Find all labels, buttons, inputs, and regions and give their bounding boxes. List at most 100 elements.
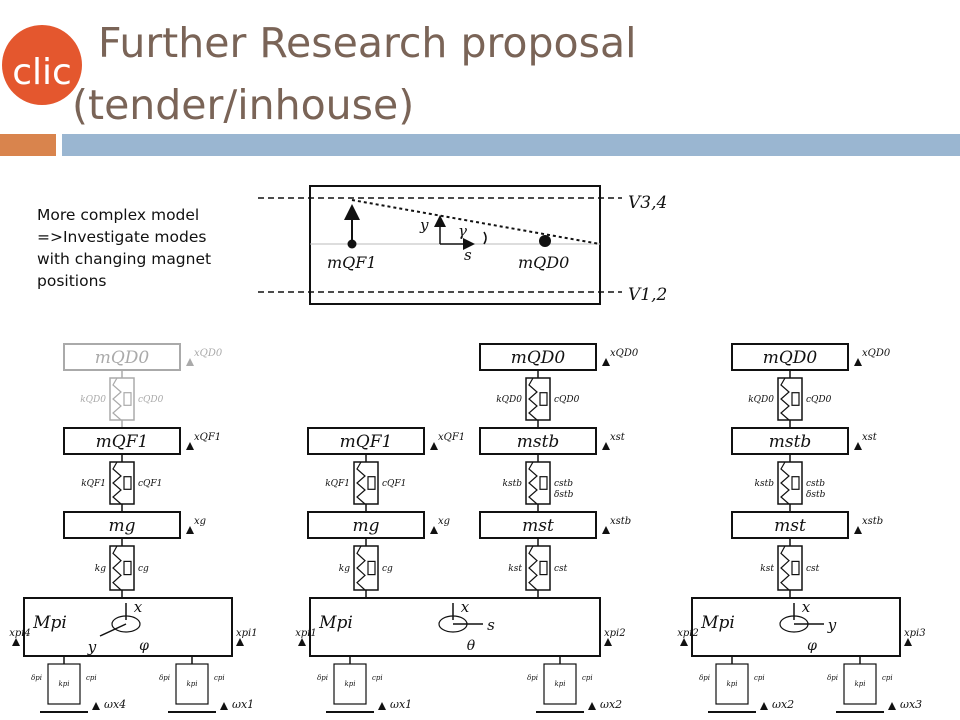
rotation-label: φ xyxy=(139,638,149,654)
label-v12: V1,2 xyxy=(628,285,667,305)
damper xyxy=(539,476,548,490)
displacement-label: xst xyxy=(610,432,626,443)
mass-box xyxy=(63,343,181,371)
damper xyxy=(539,560,548,576)
displacement-arrow xyxy=(186,526,194,534)
ground-label: ωx1 xyxy=(390,698,412,711)
displacement-label: xstb xyxy=(862,516,883,527)
link-frame xyxy=(353,461,379,505)
spring-label: kQF1 xyxy=(81,479,106,489)
link-frame xyxy=(353,545,379,591)
displacement-label: xg xyxy=(438,516,450,527)
displacement-label: xQF1 xyxy=(194,432,221,443)
damper-label: cg xyxy=(138,564,149,574)
stage-axis-up-label: x xyxy=(461,598,470,616)
mass-label: mQF1 xyxy=(96,432,149,452)
link-frame xyxy=(777,461,803,505)
ground-arrow xyxy=(378,702,386,710)
spring-label: kstb xyxy=(503,479,523,489)
gamma-arc xyxy=(483,231,487,245)
displacement-arrow xyxy=(602,526,610,534)
spring-label: kg xyxy=(339,564,350,574)
mass-box xyxy=(307,511,425,539)
mass-box xyxy=(731,343,849,371)
ground-label: ωx2 xyxy=(600,698,622,711)
damper-label: cstb xyxy=(554,479,573,489)
beam-box xyxy=(309,185,601,305)
ground-label: ωx2 xyxy=(772,698,794,711)
stage-left-arrow xyxy=(680,638,688,646)
foot-delta-label: δpi xyxy=(699,674,710,682)
displacement-arrow xyxy=(854,442,862,450)
damper-label: cst xyxy=(554,564,568,574)
damper xyxy=(791,476,800,490)
stage-axis-side-label: y xyxy=(87,638,97,656)
spring-label: kg xyxy=(95,564,106,574)
displacement-arrow xyxy=(854,526,862,534)
delta-label: δstb xyxy=(806,490,826,500)
title-line-1: Further Research proposal xyxy=(98,19,637,67)
foot-frame xyxy=(715,663,749,705)
delta-label: δstb xyxy=(554,490,574,500)
mass-label: mQF1 xyxy=(340,432,393,452)
spring-label: kQD0 xyxy=(748,395,774,405)
stage-left-arrow xyxy=(12,638,20,646)
damper-label: cstb xyxy=(806,479,825,489)
foot-delta-label: δpi xyxy=(827,674,838,682)
displacement-label: xQD0 xyxy=(610,348,639,359)
stage-axis-up-label: x xyxy=(802,598,811,616)
rotation-ellipse xyxy=(111,615,141,633)
spring xyxy=(780,377,790,421)
link-frame xyxy=(777,545,803,591)
link-frame xyxy=(525,377,551,421)
stage-label: Mpi xyxy=(32,613,67,633)
link-frame xyxy=(109,545,135,591)
label-y: y xyxy=(419,216,429,234)
mass-label: mQD0 xyxy=(511,348,566,368)
spring xyxy=(780,545,790,591)
spring-label: kQD0 xyxy=(80,395,106,405)
qd0-dot xyxy=(539,235,551,247)
note-line: More complex model xyxy=(37,206,200,224)
foot-spring-label: kpi xyxy=(727,680,738,688)
note-text: More complex model =>Investigate modes w… xyxy=(37,204,287,292)
mass-label: mst xyxy=(522,516,554,536)
mass-box xyxy=(63,427,181,455)
qf1-dot xyxy=(347,239,357,249)
mass-label: mQD0 xyxy=(95,348,150,368)
rotation-label: θ xyxy=(467,638,476,654)
foot-spring-label: kpi xyxy=(855,680,866,688)
note-line: positions xyxy=(37,272,107,290)
mass-label: mQD0 xyxy=(763,348,818,368)
stage-box xyxy=(309,597,601,657)
displacement-arrow xyxy=(854,358,862,366)
mass-label: mst xyxy=(774,516,806,536)
damper-label: cQF1 xyxy=(382,479,406,489)
mass-box xyxy=(307,427,425,455)
accent-bar-orange xyxy=(0,134,56,156)
stage-axis-side-label: y xyxy=(827,616,837,634)
spring-label: kstb xyxy=(755,479,775,489)
spring xyxy=(112,545,122,591)
rotation-label: φ xyxy=(807,638,817,654)
foot-spring-label: kpi xyxy=(555,680,566,688)
foot-frame xyxy=(47,663,81,705)
foot-delta-label: δpi xyxy=(31,674,42,682)
displacement-label: xQF1 xyxy=(438,432,465,443)
displacement-label: xst xyxy=(862,432,878,443)
foot-damper-label: cpi xyxy=(86,674,97,682)
ground-arrow xyxy=(220,702,228,710)
note-line: =>Investigate modes xyxy=(37,228,207,246)
foot-spring-label: kpi xyxy=(345,680,356,688)
title-line-2: (tender/inhouse) xyxy=(72,81,415,129)
label-gamma: γ xyxy=(458,222,467,240)
ground-arrow xyxy=(888,702,896,710)
spring xyxy=(112,377,122,421)
stage-axis-side xyxy=(99,623,127,637)
mass-label: mstb xyxy=(769,432,812,452)
mass-label: mstb xyxy=(517,432,560,452)
spring-label: kst xyxy=(760,564,774,574)
foot-delta-label: δpi xyxy=(527,674,538,682)
displacement-arrow xyxy=(430,442,438,450)
